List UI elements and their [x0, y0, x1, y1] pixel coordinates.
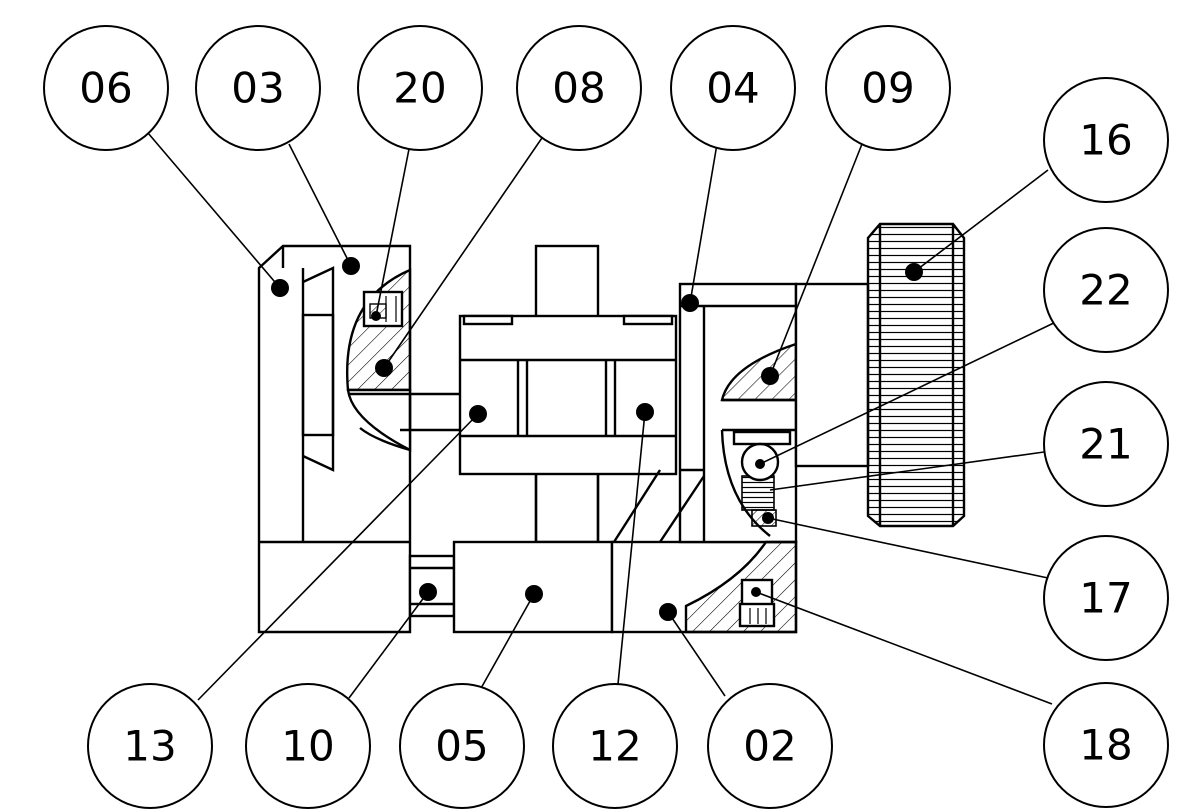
balloon-22: 22	[1043, 227, 1169, 353]
leader-22	[759, 319, 1061, 465]
balloon-21: 21	[1043, 381, 1169, 507]
balloon-09: 09	[825, 25, 951, 151]
balloon-04-label: 04	[706, 64, 759, 113]
dot-10	[419, 583, 437, 601]
balloon-10: 10	[245, 683, 371, 809]
balloon-10-label: 10	[281, 722, 334, 771]
leader-06	[147, 132, 281, 289]
dot-08	[375, 359, 393, 377]
leader-09	[769, 143, 863, 377]
leader-18	[755, 591, 1053, 705]
balloon-05-label: 05	[435, 722, 488, 771]
part-geometry	[257, 222, 966, 634]
balloon-17: 17	[1043, 535, 1169, 661]
right-block	[610, 282, 798, 634]
balloon-21-label: 21	[1079, 420, 1132, 469]
dot-03	[342, 257, 360, 275]
leader-10	[348, 591, 429, 699]
dot-20	[371, 311, 381, 321]
balloon-06-label: 06	[79, 64, 132, 113]
dot-09	[761, 367, 779, 385]
balloon-02: 02	[707, 683, 833, 809]
balloon-13: 13	[87, 683, 213, 809]
dot-18	[751, 587, 761, 597]
leader-02	[667, 611, 726, 697]
balloon-20-label: 20	[393, 64, 446, 113]
balloon-16-label: 16	[1079, 116, 1132, 165]
dot-17	[762, 512, 774, 524]
balloon-17-label: 17	[1079, 574, 1132, 623]
dot-02	[659, 603, 677, 621]
balloon-20: 20	[357, 25, 483, 151]
balloon-02-label: 02	[743, 722, 796, 771]
shaft-left	[348, 392, 460, 432]
leader-17	[767, 517, 1049, 579]
base-bar	[408, 540, 614, 634]
leader-03	[288, 143, 352, 267]
dot-12	[636, 403, 654, 421]
balloon-12: 12	[552, 683, 678, 809]
dot-05	[525, 585, 543, 603]
leader-12	[617, 411, 646, 685]
balloon-12-label: 12	[588, 722, 641, 771]
balloon-03-label: 03	[231, 64, 284, 113]
leader-04	[689, 143, 718, 304]
leader-21	[769, 451, 1045, 491]
dot-16	[905, 263, 923, 281]
dot-06	[271, 279, 289, 297]
balloon-16: 16	[1043, 77, 1169, 203]
callout-dots	[271, 257, 923, 621]
balloon-18-label: 18	[1079, 721, 1132, 770]
balloon-03: 03	[195, 25, 321, 151]
left-block	[257, 244, 412, 634]
center-clamp	[458, 314, 678, 542]
leader-13	[197, 413, 479, 701]
balloon-04: 04	[670, 25, 796, 151]
knob	[794, 222, 966, 528]
balloon-08: 08	[516, 25, 642, 151]
leader-lines	[147, 132, 1061, 705]
balloon-05: 05	[399, 683, 525, 809]
dot-13	[469, 405, 487, 423]
leader-16	[913, 169, 1049, 273]
dot-22	[755, 459, 765, 469]
balloon-22-label: 22	[1079, 266, 1132, 315]
balloon-06: 06	[43, 25, 169, 151]
balloon-09-label: 09	[861, 64, 914, 113]
leader-08	[383, 134, 545, 369]
leader-05	[479, 593, 535, 691]
leader-20	[375, 143, 411, 317]
dot-04	[681, 294, 699, 312]
balloon-08-label: 08	[552, 64, 605, 113]
balloon-18: 18	[1043, 682, 1169, 808]
callout-balloons: 06 03 20 08 04 09 16 22	[43, 25, 1169, 809]
balloon-13-label: 13	[123, 722, 176, 771]
